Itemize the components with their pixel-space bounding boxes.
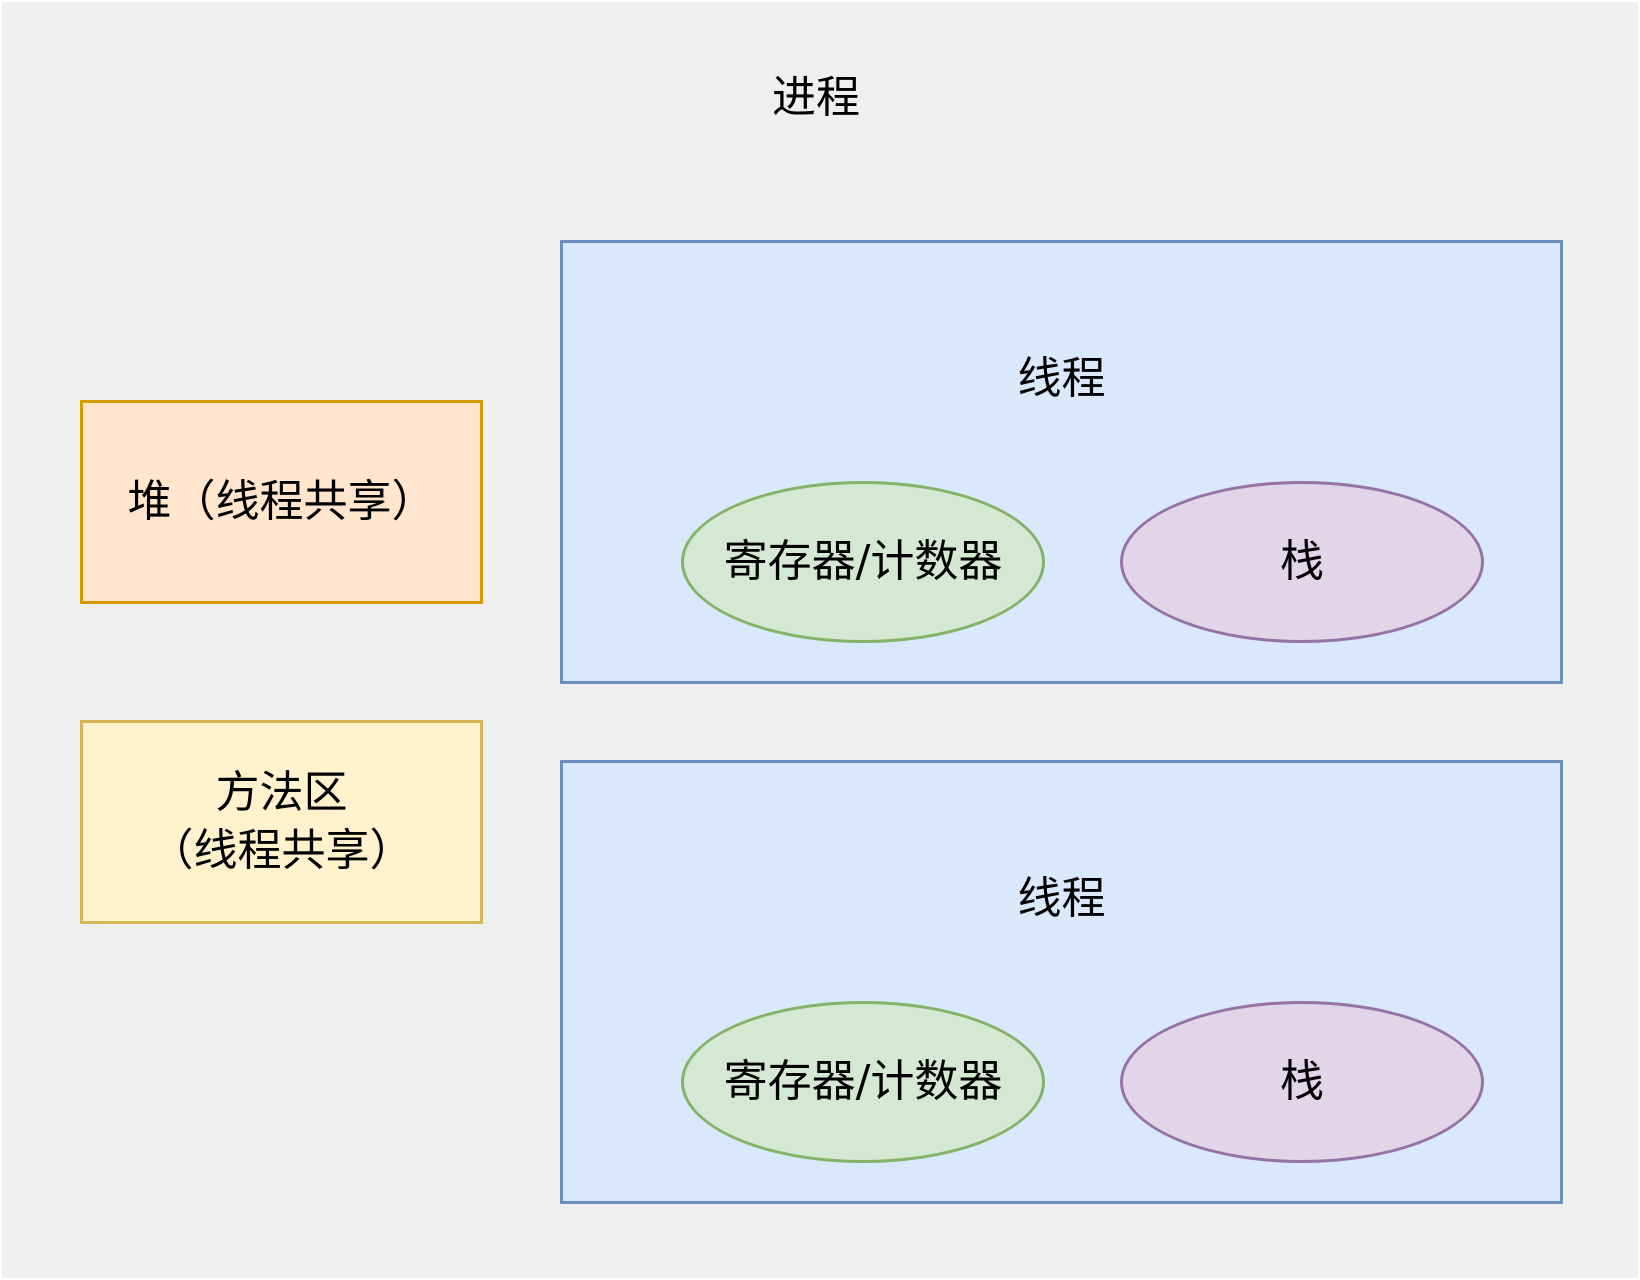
register-counter-ellipse-2: 寄存器/计数器 [681,1001,1045,1163]
stack-label-1: 栈 [1280,536,1324,587]
thread-box-1: 线程 寄存器/计数器 栈 [560,240,1563,684]
heap-label: 堆（线程共享） [127,476,436,527]
register-counter-ellipse-1: 寄存器/计数器 [681,481,1045,643]
stack-label-2: 栈 [1280,1056,1324,1107]
stack-ellipse-1: 栈 [1120,481,1484,643]
register-counter-label-1: 寄存器/计数器 [723,536,1003,587]
register-counter-label-2: 寄存器/计数器 [723,1056,1003,1107]
method-area-label-line-2: （线程共享） [149,825,414,876]
method-area-box: 方法区 （线程共享） [80,720,483,924]
thread-box-2: 线程 寄存器/计数器 栈 [560,760,1563,1204]
heap-box: 堆（线程共享） [80,400,483,604]
thread-label-2: 线程 [1017,873,1106,924]
process-title: 进程 [772,72,860,123]
thread-label-1: 线程 [1017,353,1106,404]
stack-ellipse-2: 栈 [1120,1001,1484,1163]
method-area-label-line-1: 方法区 [215,767,348,818]
